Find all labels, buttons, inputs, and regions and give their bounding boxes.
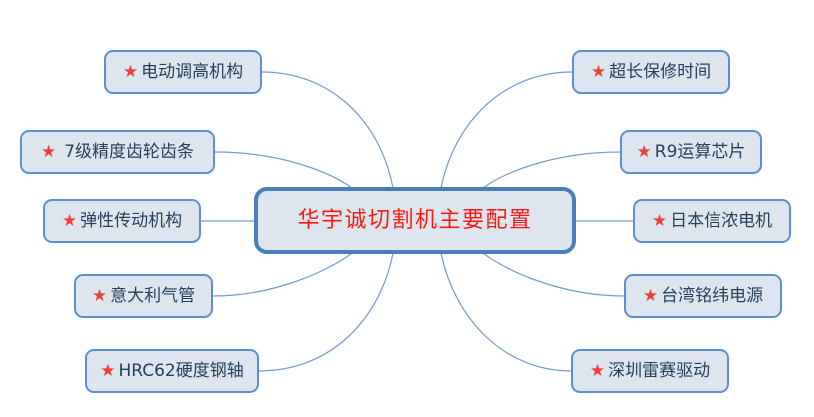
- branch-node-right-2-label: R9运算芯片: [654, 141, 746, 162]
- branch-node-right-1-label: 超长保修时间: [609, 61, 712, 82]
- star-icon: ★: [91, 285, 108, 306]
- branch-node-left-3-label: 弹性传动机构: [80, 210, 183, 231]
- branch-node-right-4[interactable]: ★ 台湾铭纬电源: [624, 274, 782, 318]
- star-icon: ★: [589, 360, 606, 381]
- star-icon: ★: [651, 210, 668, 231]
- branch-node-right-4-label: 台湾铭纬电源: [661, 285, 764, 306]
- connector-right-4: [482, 252, 625, 297]
- branch-node-right-5[interactable]: ★ 深圳雷赛驱动: [571, 349, 729, 393]
- branch-node-right-2[interactable]: ★ R9运算芯片: [620, 130, 762, 174]
- branch-node-right-3[interactable]: ★ 日本信浓电机: [633, 199, 791, 243]
- connector-right-2: [482, 151, 621, 189]
- connector-left-4: [212, 252, 353, 297]
- branch-node-left-5[interactable]: ★ HRC62硬度钢轴: [85, 349, 259, 393]
- branch-node-left-2-label: 7级精度齿轮齿条: [64, 141, 195, 162]
- branch-node-left-1-label: 电动调高机构: [141, 61, 244, 82]
- star-icon: ★: [40, 141, 57, 162]
- connector-left-2: [214, 151, 353, 189]
- connector-left-5: [258, 252, 394, 372]
- connector-left-1: [261, 71, 394, 189]
- branch-node-left-1[interactable]: ★ 电动调高机构: [104, 50, 262, 94]
- branch-node-right-1[interactable]: ★ 超长保修时间: [572, 50, 730, 94]
- branch-node-left-4[interactable]: ★ 意大利气管: [74, 274, 213, 318]
- star-icon: ★: [636, 141, 652, 162]
- center-node[interactable]: 华宇诚切割机主要配置: [254, 187, 576, 254]
- center-node-label: 华宇诚切割机主要配置: [297, 207, 533, 233]
- branch-node-left-3[interactable]: ★ 弹性传动机构: [43, 199, 201, 243]
- star-icon: ★: [590, 61, 607, 82]
- star-icon: ★: [61, 210, 78, 231]
- star-icon: ★: [642, 285, 659, 306]
- branch-node-right-5-label: 深圳雷赛驱动: [608, 360, 711, 381]
- branch-node-left-5-label: HRC62硬度钢轴: [118, 360, 244, 381]
- branch-node-left-4-label: 意大利气管: [110, 285, 196, 306]
- branch-node-right-3-label: 日本信浓电机: [670, 210, 773, 231]
- star-icon: ★: [122, 61, 139, 82]
- connector-right-1: [440, 71, 573, 189]
- branch-node-left-2[interactable]: ★ 7级精度齿轮齿条: [20, 130, 215, 174]
- star-icon: ★: [100, 360, 116, 381]
- connector-right-5: [440, 252, 572, 372]
